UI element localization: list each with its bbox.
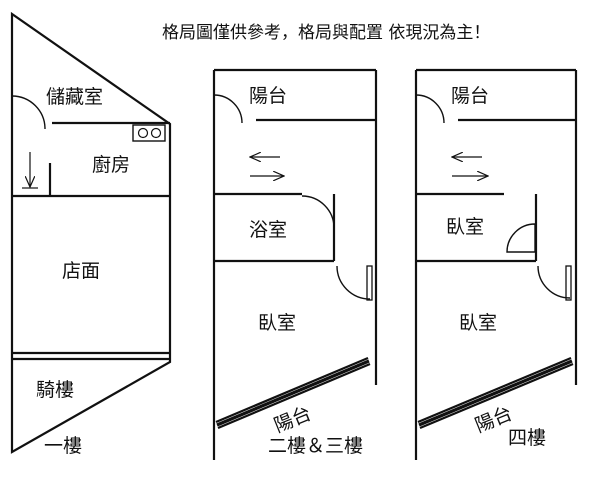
floor23-balcony-bottom-line	[215, 356, 369, 424]
floor23-balcony-bottom-label: 陽台	[271, 403, 314, 438]
floor23-bathroom-label: 浴室	[249, 219, 287, 241]
floor4-bedroom2-door-leaf	[565, 265, 572, 301]
floor4-bedroom-door	[506, 223, 536, 253]
floor23-balcony-door	[213, 94, 243, 124]
floor23-bathroom-door	[301, 195, 335, 229]
floor4-bedroom-label: 臥室	[459, 312, 497, 334]
floor1-kitchen-label: 廚房	[92, 153, 130, 176]
floor1-caption: 一樓	[44, 435, 82, 457]
floor1-arcade-label: 騎樓	[36, 379, 74, 401]
floor4-caption: 四樓	[508, 427, 546, 449]
floor1-outer-wall	[10, 11, 172, 454]
floor23-caption: 二樓＆三樓	[268, 435, 363, 457]
floor-23-plan	[212, 68, 378, 460]
floor4-balcony-top-label: 陽台	[451, 85, 489, 107]
floor1-stove-icon	[132, 124, 166, 142]
floor23-bedroom-door-leaf	[366, 265, 373, 301]
floor23-bedroom-door	[336, 265, 371, 300]
floor23-bedroom-label: 臥室	[258, 312, 296, 334]
floor1-store-label: 店面	[62, 260, 100, 282]
floor4-bedroom2-door	[537, 265, 571, 299]
floor23-balcony-top-label: 陽台	[249, 85, 287, 107]
floor1-storage-label: 儲藏室	[46, 86, 103, 108]
floor4-bedroom-small-label: 臥室	[446, 216, 484, 238]
floor4-balcony-bottom-line	[417, 356, 572, 424]
floor-4-plan	[414, 68, 578, 460]
floor4-balcony-door	[415, 94, 445, 124]
floor1-storage-door	[11, 95, 46, 130]
header-note: 格局圖僅供參考，格局與配置 依現況為主！	[162, 23, 490, 43]
floor-1-plan	[10, 11, 172, 454]
